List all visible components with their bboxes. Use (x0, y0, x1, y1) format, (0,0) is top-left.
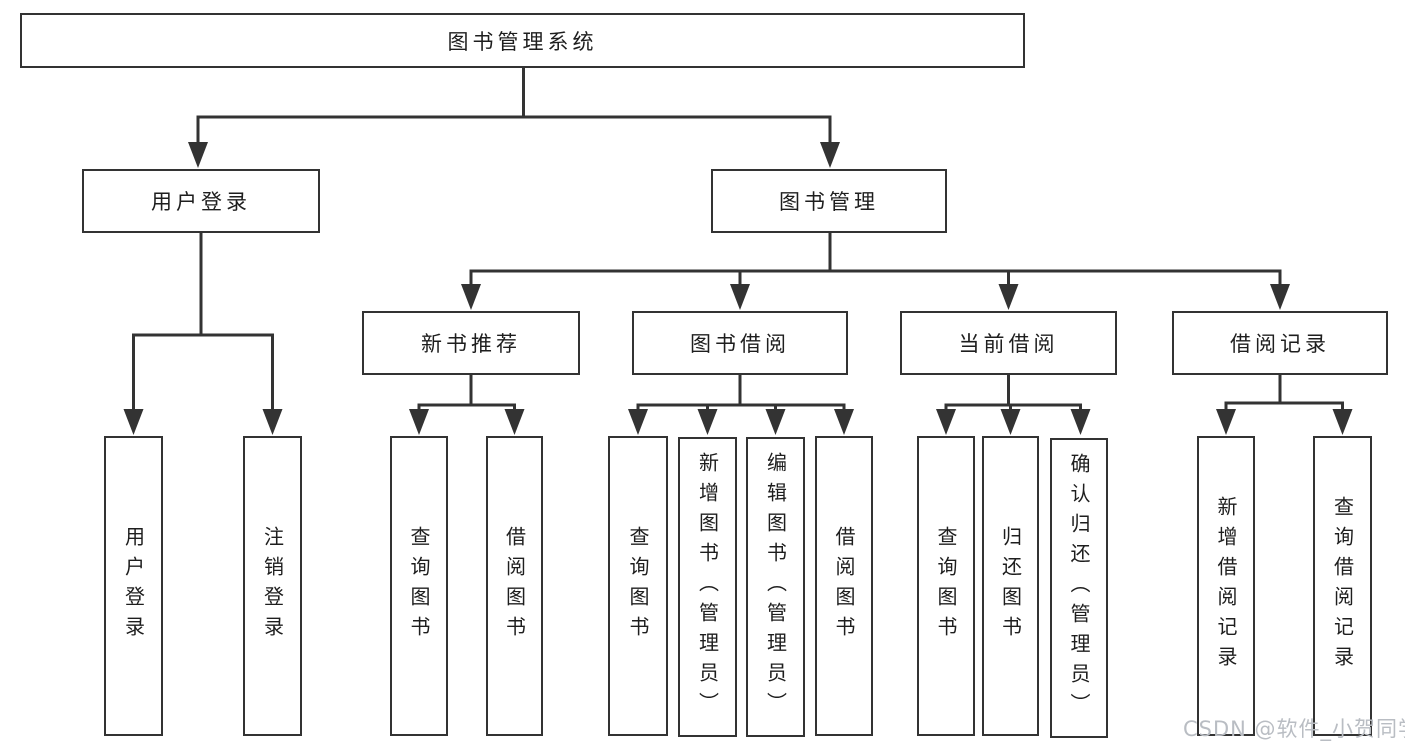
node-book-borrowing: 图书借阅 (632, 311, 848, 375)
node-book-management: 图书管理 (711, 169, 947, 233)
connector-records-to-leaves (1224, 375, 1344, 418)
node-leaf-borrowing-edit-books: 编辑图书（管理员） (746, 437, 805, 737)
node-borrowing-records: 借阅记录 (1172, 311, 1388, 375)
node-leaf-recommend-query-books: 查询图书 (390, 436, 448, 736)
connector-paths (132, 68, 1344, 418)
connector-borrowing-to-leaves (636, 375, 846, 418)
connector-root-to-level2 (196, 68, 832, 150)
node-leaf-user-login: 用户登录 (104, 436, 163, 736)
node-leaf-borrowing-query-books: 查询图书 (608, 436, 668, 736)
node-root: 图书管理系统 (20, 13, 1025, 68)
watermark: CSDN @软件_小贺同学 (1183, 717, 1405, 741)
node-leaf-current-query-books: 查询图书 (917, 436, 975, 736)
node-new-book-recommend: 新书推荐 (362, 311, 580, 375)
node-user-login: 用户登录 (82, 169, 320, 233)
node-leaf-logout: 注销登录 (243, 436, 302, 736)
node-leaf-borrowing-borrow-books: 借阅图书 (815, 436, 873, 736)
node-leaf-recommend-borrow-books: 借阅图书 (486, 436, 543, 736)
arrowheads (123, 142, 1353, 435)
node-current-borrowing: 当前借阅 (900, 311, 1117, 375)
node-leaf-current-confirm-return: 确认归还（管理员） (1050, 438, 1108, 738)
connector-recommend-to-leaves (417, 375, 516, 418)
node-leaf-records-query-record: 查询借阅记录 (1313, 436, 1372, 736)
connector-book-management-to-level3 (469, 232, 1282, 293)
connector-user-login-to-leaves (132, 233, 274, 418)
node-leaf-current-return-books: 归还图书 (982, 436, 1039, 736)
node-leaf-records-add-record: 新增借阅记录 (1197, 436, 1255, 736)
node-leaf-borrowing-add-books: 新增图书（管理员） (678, 437, 737, 737)
